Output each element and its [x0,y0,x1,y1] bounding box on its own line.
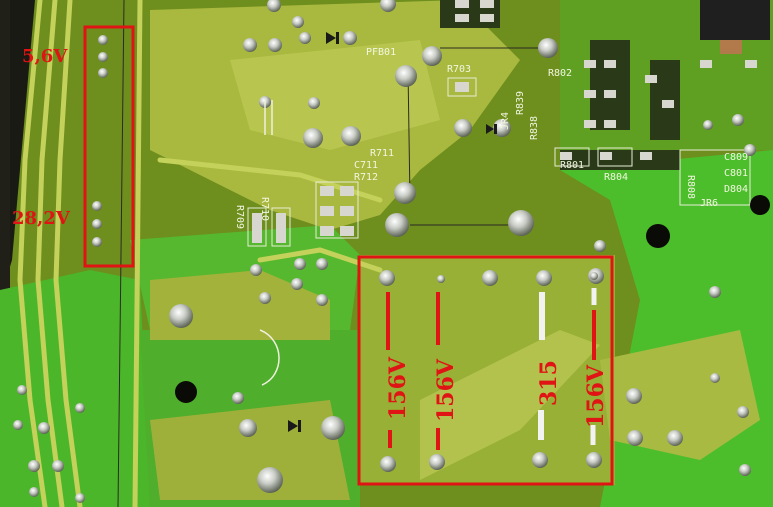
label-r802: R802 [548,68,572,79]
highlight-box-high-voltage [357,255,614,486]
mounting-hole-right [646,224,670,248]
label-r838: R838 [529,116,540,140]
label-d804: D804 [724,184,748,195]
label-c801: C801 [724,168,748,179]
label-c711: C711 [354,160,378,171]
highlight-box-low-voltage [83,25,135,268]
label-jr4: JR4 [500,112,511,130]
label-r711: R711 [370,148,394,159]
label-r703: R703 [447,64,471,75]
solder-pads [13,0,756,503]
label-r808: R808 [685,175,696,199]
label-r804: R804 [604,172,628,183]
label-c809: C809 [724,152,748,163]
voltage-label-315: 315 [536,360,562,406]
voltage-label-156v-2: 156V [433,358,459,422]
mounting-hole-left [175,381,197,403]
voltage-label-156v-1: 156V [385,356,411,420]
label-jr6: JR6 [700,198,718,209]
label-r709: R709 [234,205,245,229]
label-r712: R712 [354,172,378,183]
voltage-label-5-6v: 5,6V [22,46,68,67]
voltage-label-156v-3: 156V [583,364,609,428]
label-pfb01: PFB01 [366,47,396,58]
label-r801: R801 [560,160,584,171]
label-r839: R839 [515,91,526,115]
voltage-label-28-2v: 28,2V [12,208,71,229]
label-r710: R710 [259,197,270,221]
